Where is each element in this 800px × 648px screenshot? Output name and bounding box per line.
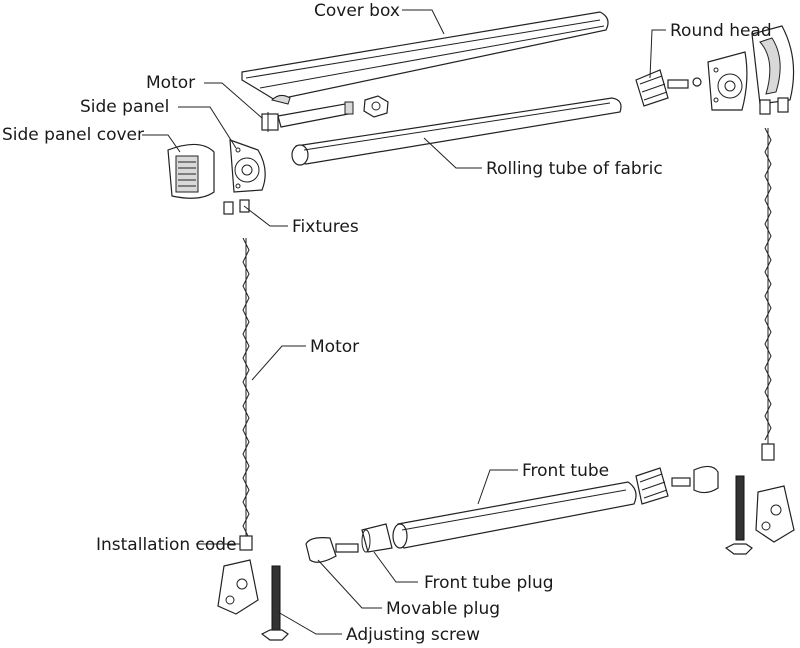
left-bracket (217, 559, 259, 615)
movable-plug (305, 537, 359, 563)
label-side-panel-cover: Side panel cover (2, 125, 144, 145)
front-tube-plug (361, 523, 393, 553)
right-bracket (755, 485, 795, 543)
label-adjusting-screw: Adjusting screw (346, 625, 480, 645)
left-adjusting-screw (260, 565, 289, 641)
right-side-panel (707, 51, 748, 111)
front-tube-right-plugs (635, 465, 719, 505)
label-front-tube: Front tube (522, 461, 609, 481)
labels: Cover box Round head Motor Side panel Si… (2, 1, 772, 645)
label-round-head: Round head (670, 21, 772, 41)
label-installation-code: Installation code (96, 535, 237, 555)
round-head (635, 69, 702, 107)
right-motor-cable (761, 127, 775, 461)
right-side-panel-cover (751, 25, 795, 105)
label-front-tube-plug: Front tube plug (424, 573, 554, 593)
rolling-tube (291, 97, 622, 166)
leader-lines (142, 9, 666, 635)
right-adjusting-screw (724, 475, 753, 555)
right-fixtures (759, 97, 789, 115)
label-side-panel: Side panel (80, 97, 169, 117)
label-movable-plug: Movable plug (386, 599, 500, 619)
left-side-panel (229, 139, 266, 193)
motor-unit (261, 101, 354, 132)
label-cover-box: Cover box (314, 1, 400, 21)
cover-box (241, 11, 609, 105)
label-motor-cable: Motor (310, 337, 359, 357)
label-fixtures: Fixtures (292, 217, 359, 237)
front-tube (392, 481, 637, 549)
label-motor-top: Motor (146, 73, 195, 93)
label-rolling-tube: Rolling tube of fabric (486, 159, 663, 179)
left-motor-cable (239, 237, 253, 551)
coupling-nut (363, 95, 389, 118)
left-side-panel-cover (167, 143, 215, 199)
